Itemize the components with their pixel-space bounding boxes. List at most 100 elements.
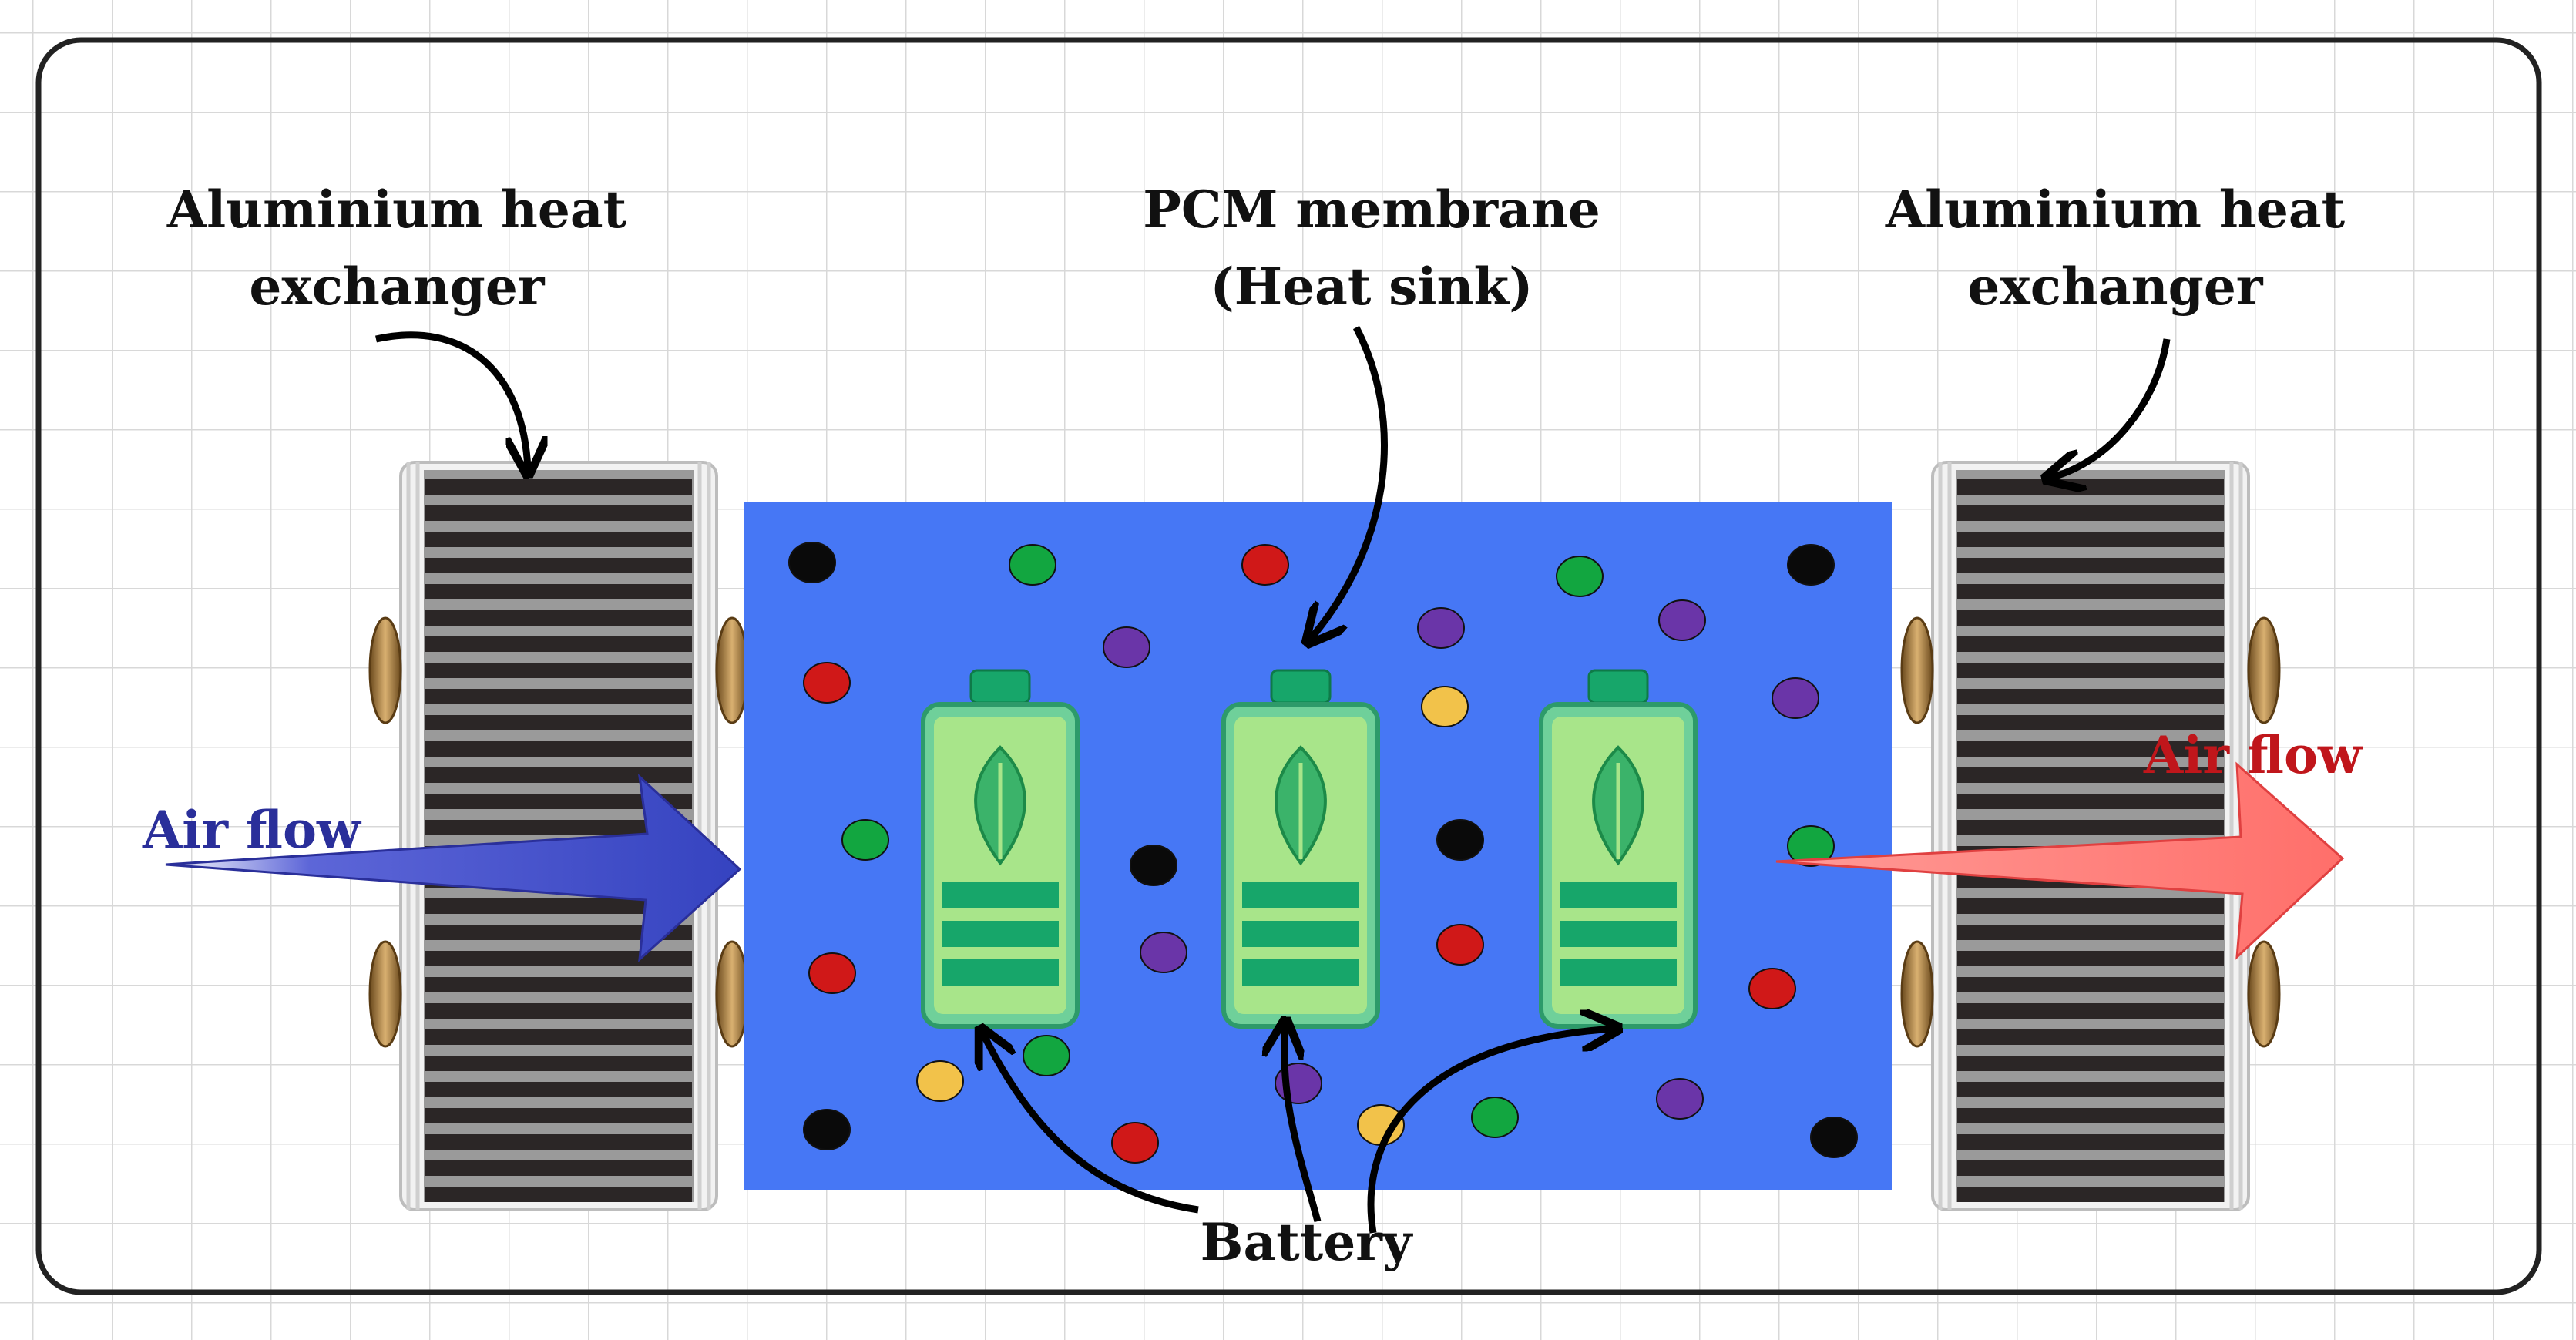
pcm-particle [1130, 845, 1177, 886]
pcm-particle [1810, 1117, 1858, 1158]
battery-icon-2 [1221, 669, 1380, 1029]
exchanger-fin [1957, 1003, 2224, 1019]
brass-fitting [368, 940, 402, 1048]
pcm-particle [1241, 544, 1289, 586]
exchanger-fin [425, 898, 692, 914]
label-left-exchanger-line-1: Aluminium heat [166, 180, 627, 240]
brass-fitting [715, 940, 749, 1048]
exchanger-fin [425, 610, 692, 626]
pointer-arrow-pcm [1310, 325, 1388, 640]
exchanger-fin [1957, 925, 2224, 940]
pcm-particle [841, 819, 889, 861]
pcm-particle [1471, 1097, 1519, 1138]
exchanger-fin [1957, 636, 2224, 652]
pcm-particle [788, 542, 836, 583]
label-right-exchanger-line-1: Aluminium heat [1885, 180, 2346, 240]
label-battery: Battery [1201, 1212, 1413, 1272]
pcm-particle [1111, 1122, 1159, 1164]
exchanger-fin [425, 794, 692, 809]
exchanger-fin [1957, 558, 2224, 573]
exchanger-fin [425, 636, 692, 652]
exchanger-fin [425, 558, 692, 573]
exchanger-fin [425, 505, 692, 521]
exchanger-fin [1957, 1029, 2224, 1045]
exchanger-fin [1957, 1108, 2224, 1123]
exchanger-fin [425, 820, 692, 835]
label-right-exchanger-line-2: exchanger [1967, 257, 2263, 317]
exchanger-fin [1957, 584, 2224, 599]
pcm-particle [1417, 607, 1465, 649]
label-left-exchanger-line-2: exchanger [249, 257, 545, 317]
exchanger-fin [425, 925, 692, 940]
exchanger-fin [1957, 951, 2224, 966]
exchanger-fin [1957, 610, 2224, 626]
exchanger-fin [1957, 898, 2224, 914]
exchanger-fin [1957, 1187, 2224, 1202]
pcm-particle [803, 1109, 851, 1150]
pointer-arrow-battery-3 [1367, 1029, 1614, 1234]
aluminium-heat-exchanger-right [1900, 461, 2281, 1211]
exchanger-fin [425, 977, 692, 992]
pcm-particle [916, 1060, 964, 1102]
brass-fitting [715, 616, 749, 724]
exchanger-fin [1957, 820, 2224, 835]
pcm-particle [1772, 677, 1819, 719]
pcm-particle [1023, 1035, 1070, 1076]
exchanger-fin [425, 951, 692, 966]
exchanger-fin [425, 663, 692, 678]
pointer-arrow-battery-2 [1285, 1025, 1322, 1223]
exchanger-fin [1957, 1134, 2224, 1150]
brass-fitting [1900, 616, 1934, 724]
exchanger-fin [1957, 1160, 2224, 1176]
brass-fitting [368, 616, 402, 724]
label-air-flow-in: Air flow [142, 800, 362, 860]
pcm-particles [788, 542, 1858, 1164]
exchanger-fin [425, 584, 692, 599]
pcm-particle [1656, 1078, 1704, 1120]
pcm-particle [1787, 825, 1835, 867]
brass-fitting [2247, 616, 2281, 724]
exchanger-fin [425, 1003, 692, 1019]
pcm-particle [1436, 819, 1484, 861]
exchanger-fin [425, 1134, 692, 1150]
pcm-particle [1009, 544, 1056, 586]
pcm-particle [803, 662, 851, 704]
pcm-particle [1658, 599, 1706, 641]
battery-icon-1 [921, 669, 1080, 1029]
pcm-particle [1787, 544, 1835, 586]
exchanger-fin [425, 532, 692, 547]
pointer-arrow-battery-1 [982, 1033, 1199, 1214]
brass-fitting [2247, 940, 2281, 1048]
exchanger-fin [425, 479, 692, 495]
exchanger-fin [425, 741, 692, 757]
exchanger-fin [425, 689, 692, 704]
pcm-particle [1436, 924, 1484, 966]
exchanger-fin [1957, 794, 2224, 809]
pointer-arrow-right-exchanger [2050, 338, 2171, 478]
pcm-particle [1140, 932, 1187, 973]
exchanger-fin [425, 767, 692, 783]
exchanger-fin [425, 715, 692, 730]
exchanger-fin [1957, 689, 2224, 704]
exchanger-fin [425, 1160, 692, 1176]
exchanger-fin [1957, 741, 2224, 757]
air-flow-out-arrow [1775, 761, 2345, 960]
exchanger-fin [1957, 1082, 2224, 1097]
exchanger-fin [1957, 505, 2224, 521]
label-air-flow-out: Air flow [2143, 725, 2363, 785]
exchanger-fin [1957, 663, 2224, 678]
exchanger-fin [1957, 479, 2224, 495]
pcm-particle [808, 952, 856, 994]
exchanger-fin [425, 1082, 692, 1097]
pointer-arrow-left-exchanger [375, 331, 528, 470]
exchanger-fin [425, 1056, 692, 1071]
exchanger-fin [1957, 977, 2224, 992]
exchanger-fin [1957, 532, 2224, 547]
exchanger-fin [425, 1108, 692, 1123]
label-pcm-line-1: PCM membrane [1143, 180, 1600, 240]
brass-fitting [1900, 940, 1934, 1048]
pcm-particle [1421, 686, 1469, 727]
pcm-particle [1748, 968, 1796, 1009]
exchanger-fin [425, 1029, 692, 1045]
